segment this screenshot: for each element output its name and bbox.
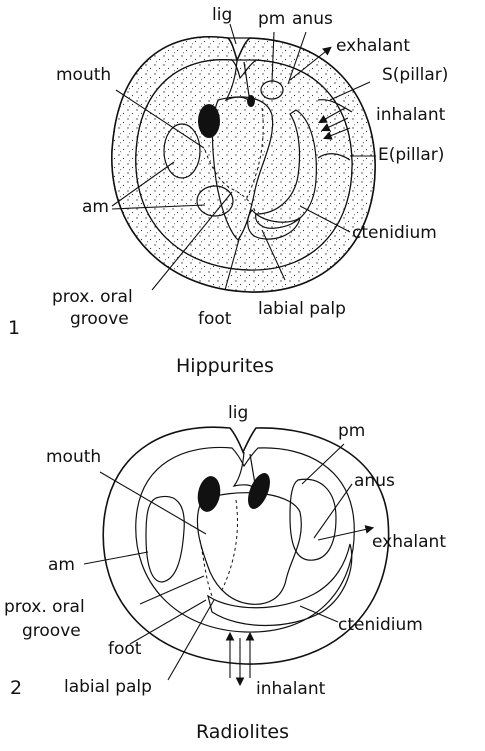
leader-labial-2	[168, 600, 214, 680]
label-inhalant-2: inhalant	[256, 679, 326, 699]
posterior-tooth-1	[198, 104, 220, 138]
label-prox-oral-1b: groove	[70, 309, 129, 329]
leader-anus-2	[314, 484, 352, 538]
caption-hippurites: Hippurites	[176, 355, 274, 377]
label-pm-1: pm	[258, 9, 285, 29]
label-prox-oral-1a: prox. oral	[52, 287, 133, 307]
leader-am-2	[84, 552, 148, 564]
label-epillar-1: E(pillar)	[378, 145, 444, 165]
figure-2-radiolites: lig pm mouth anus exhalant am prox. oral…	[4, 403, 446, 743]
leader-foot-2	[130, 600, 206, 644]
label-ctenidium-1: ctenidium	[352, 223, 437, 243]
label-ctenidium-2: ctenidium	[338, 615, 423, 635]
caption-radiolites: Radiolites	[196, 721, 289, 743]
leader-mouth-2	[100, 472, 206, 534]
gut-dash-2	[222, 500, 237, 590]
label-lig-1: lig	[212, 5, 232, 25]
label-spillar-1: S(pillar)	[382, 65, 448, 85]
label-mouth-1: mouth	[56, 65, 111, 85]
tooth-right-2	[244, 470, 275, 512]
label-pm-2: pm	[338, 421, 365, 441]
figure-1-hippurites: lig pm anus exhalant S(pillar) inhalant …	[8, 5, 448, 377]
label-exhalant-2: exhalant	[372, 532, 446, 552]
body-mass-2	[197, 493, 301, 605]
figure-number-2: 2	[10, 677, 22, 699]
label-prox-oral-2a: prox. oral	[4, 597, 85, 617]
label-labial-1: labial palp	[258, 299, 346, 319]
label-labial-2: labial palp	[64, 677, 152, 697]
label-mouth-2: mouth	[46, 447, 101, 467]
label-foot-2: foot	[108, 639, 142, 659]
anterior-tooth-1	[247, 95, 255, 107]
label-am-2: am	[48, 555, 75, 575]
label-anus-1: anus	[292, 9, 333, 29]
figure-number-1: 1	[8, 317, 20, 339]
am-muscle-left-2	[146, 496, 184, 582]
label-foot-1: foot	[198, 309, 232, 329]
label-prox-oral-2b: groove	[22, 621, 81, 641]
label-lig-2: lig	[228, 403, 248, 423]
label-inhalant-1: inhalant	[376, 105, 446, 125]
ctenidium-band-2	[208, 544, 352, 626]
exhalant-arrow-2	[318, 528, 372, 540]
label-am-1: am	[82, 197, 109, 217]
label-anus-2: anus	[354, 471, 395, 491]
oral-groove-dash-2	[200, 540, 212, 596]
label-exhalant-1: exhalant	[336, 36, 410, 56]
